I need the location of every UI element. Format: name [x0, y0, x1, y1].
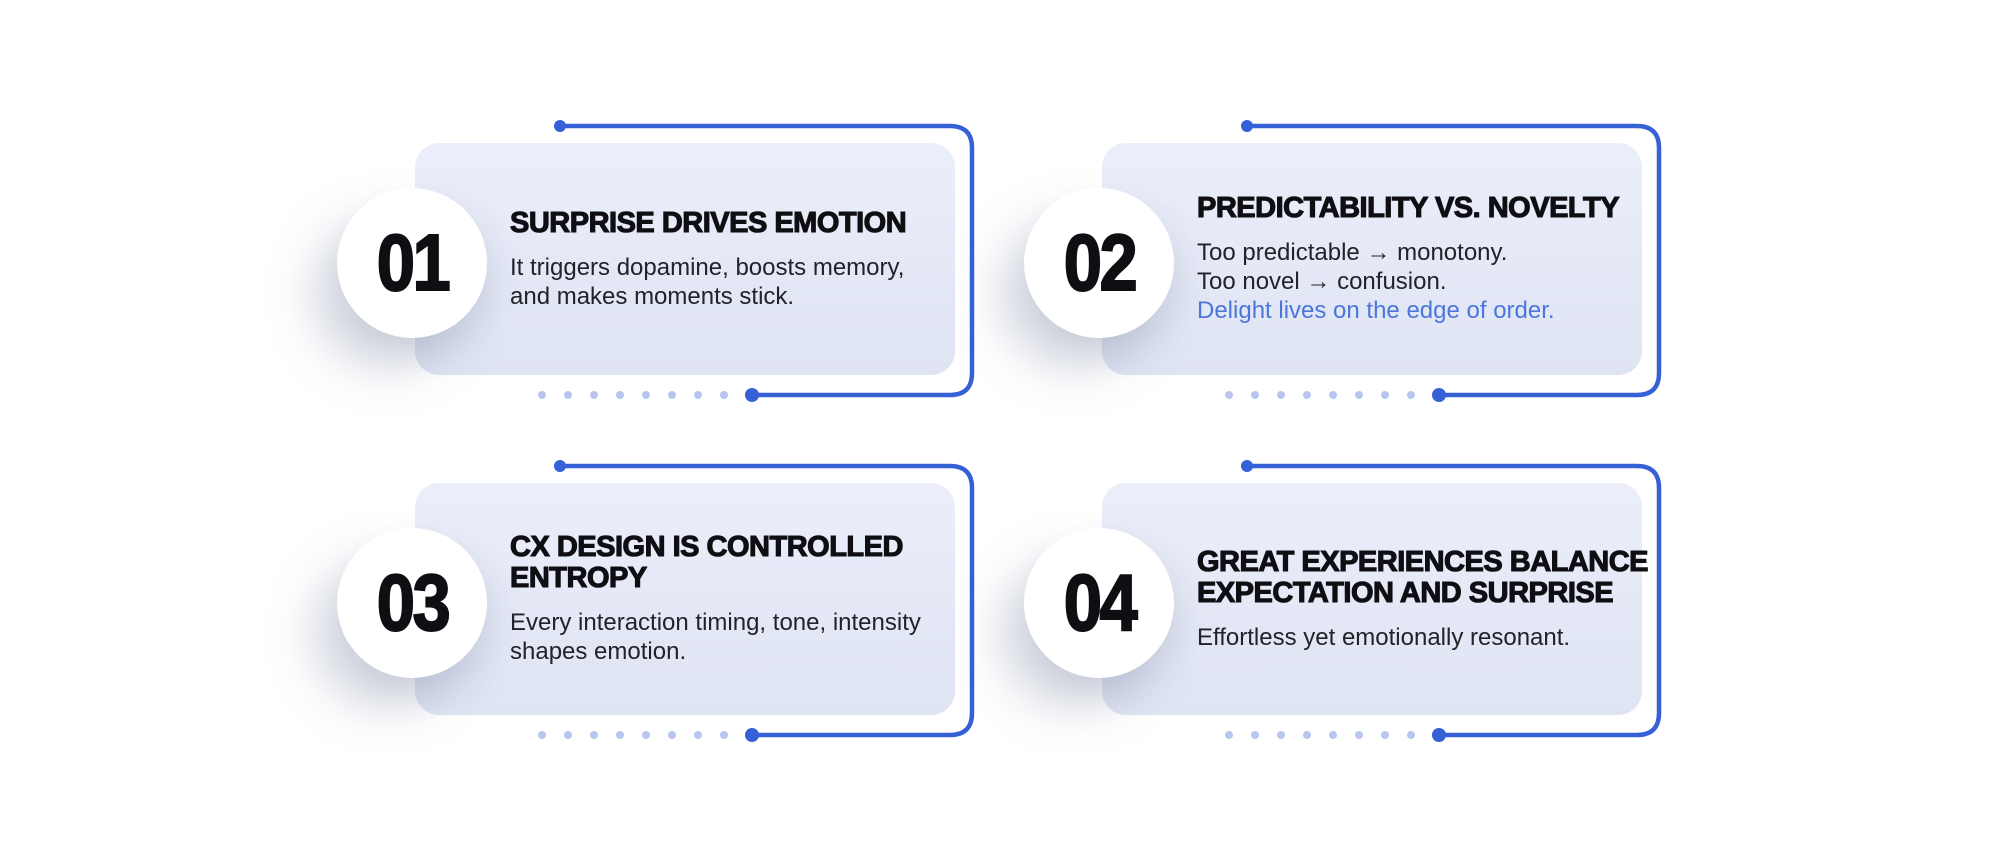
card-text-block: SURPRISE DRIVES EMOTION It triggers dopa…: [509, 143, 980, 375]
progress-dots: [538, 731, 728, 739]
progress-dots: [538, 391, 728, 399]
card-body: Too predictable → monotony. Too novel → …: [1197, 239, 1508, 295]
card-text-block: PREDICTABILITY VS. NOVELTY Too predictab…: [1196, 143, 1667, 375]
card-04: 04 GREAT EXPERIENCES BALANCE EXPECTATION…: [1017, 440, 1677, 750]
connector-bracket: [1225, 460, 1662, 742]
card-number: 04: [1062, 557, 1138, 648]
card-body: It triggers dopamine, boosts memory, and…: [510, 253, 905, 310]
card-panel: [1102, 143, 1642, 375]
card-text-block: GREAT EXPERIENCES BALANCE EXPECTATION AN…: [1196, 483, 1667, 715]
card-highlight: Delight lives on the edge of order.: [1197, 297, 1555, 324]
card-number: 03: [375, 557, 451, 648]
number-badge: 02: [1024, 188, 1174, 338]
card-03: 03 CX DESIGN IS CONTROLLED ENTROPY Every…: [330, 440, 990, 750]
card-02: 02 PREDICTABILITY VS. NOVELTY Too predic…: [1017, 100, 1677, 410]
card-title: GREAT EXPERIENCES BALANCE EXPECTATION AN…: [1196, 545, 1649, 609]
card-number: 02: [1062, 217, 1138, 308]
card-panel: [1102, 483, 1642, 715]
card-body: Every interaction timing, tone, intensit…: [510, 609, 921, 665]
card-title: CX DESIGN IS CONTROLLED ENTROPY: [509, 531, 904, 594]
number-badge: 01: [337, 188, 487, 338]
connector-bracket: [1225, 120, 1662, 402]
card-title: SURPRISE DRIVES EMOTION: [509, 206, 907, 239]
number-badge: 03: [337, 528, 487, 678]
number-badge: 04: [1024, 528, 1174, 678]
card-title: PREDICTABILITY VS. NOVELTY: [1196, 192, 1620, 224]
connector-bracket: [538, 120, 975, 402]
progress-dots: [1225, 731, 1415, 739]
card-panel: [415, 143, 955, 375]
card-panel: [415, 483, 955, 715]
card-number: 01: [375, 217, 451, 308]
connector-bracket: [538, 460, 975, 742]
card-01: 01 SURPRISE DRIVES EMOTION It triggers d…: [330, 100, 990, 410]
card-text-block: CX DESIGN IS CONTROLLED ENTROPY Every in…: [509, 483, 980, 715]
progress-dots: [1225, 391, 1415, 399]
card-body: Effortless yet emotionally resonant.: [1197, 623, 1571, 651]
